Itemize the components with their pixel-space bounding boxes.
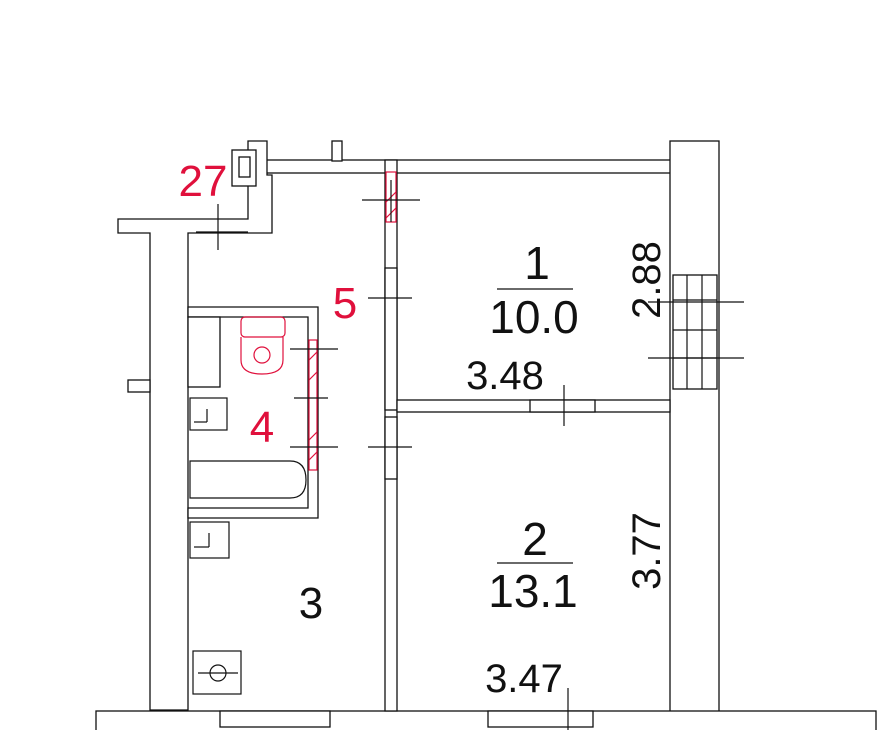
hatch-line	[308, 451, 318, 461]
door-marks	[196, 180, 569, 730]
toilet-icon	[240, 316, 286, 375]
hatched-segments	[308, 171, 397, 471]
apartment-number: 27	[179, 157, 228, 206]
kitchen-sink-icon	[189, 521, 230, 559]
dimension-room2-depth: 3.77	[625, 512, 669, 590]
sink-icon	[189, 397, 228, 431]
walls	[95, 140, 877, 730]
window-kitchen	[219, 710, 331, 728]
hatch-bathroom-wall	[308, 339, 318, 471]
room-2-number: 2	[522, 513, 548, 565]
window-room2	[487, 710, 594, 728]
room-4-number: 4	[250, 403, 274, 452]
stove-icon	[192, 650, 242, 695]
partition-opening	[529, 399, 596, 413]
left-wall	[117, 140, 273, 711]
bathroom-duct	[187, 316, 221, 388]
bottom-wall	[95, 710, 877, 730]
right-wall	[669, 140, 720, 730]
hatch-line	[308, 351, 318, 361]
dimension-room1-depth: 2.88	[625, 241, 669, 319]
hatch-line	[308, 431, 318, 441]
room-2-area: 13.1	[488, 565, 578, 617]
doorway-room2	[384, 416, 398, 480]
partitions	[187, 159, 671, 712]
vent-shaft	[238, 156, 251, 178]
room-1-number: 1	[524, 237, 550, 289]
room-5-number: 5	[333, 279, 357, 328]
dimension-room1-width: 3.48	[466, 354, 544, 398]
room-3-number: 3	[299, 579, 323, 628]
top-wall-stub	[331, 140, 343, 162]
room-1-area: 10.0	[489, 291, 579, 343]
hatch-line	[308, 371, 318, 381]
dimension-room2-width: 3.47	[485, 657, 563, 701]
balcony-stairs-icon	[648, 274, 744, 390]
top-wall	[247, 159, 673, 174]
bathtub-icon	[189, 460, 307, 499]
bathroom-walls	[187, 306, 319, 519]
left-wall-notch	[127, 379, 151, 393]
doorway-room1	[384, 267, 398, 411]
